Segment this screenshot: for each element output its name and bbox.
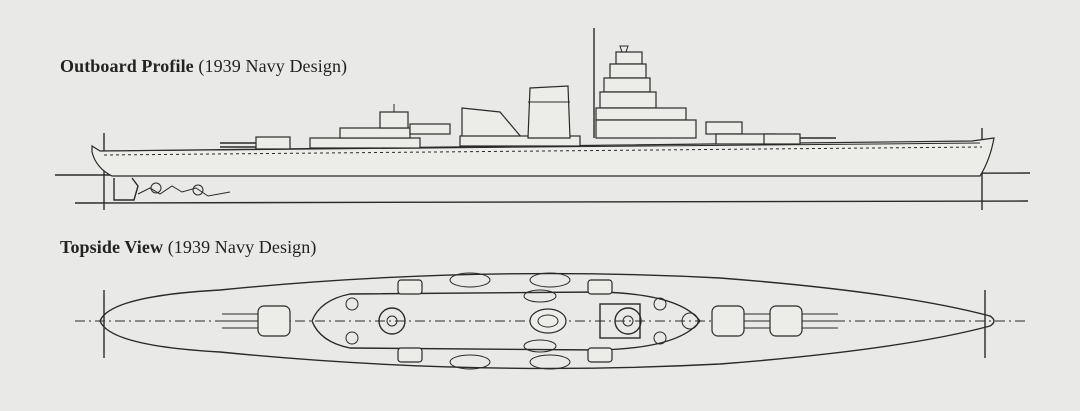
aa-gun-3 xyxy=(653,297,667,311)
topside-view-title-bold: Topside View xyxy=(60,237,164,257)
aft-deckhouse xyxy=(339,127,411,139)
propeller-2 xyxy=(192,184,204,196)
outboard-profile-title-rest: (1939 Navy Design) xyxy=(198,56,348,76)
tower-level-4 xyxy=(595,107,687,121)
outboard-profile-title: Outboard Profile (1939 Navy Design) xyxy=(60,56,347,77)
funnel-top xyxy=(529,308,567,334)
forward-turret-a-top xyxy=(769,305,803,337)
tower-level-1 xyxy=(609,63,647,79)
rudder xyxy=(113,177,139,201)
tower-level-2 xyxy=(603,77,651,93)
propeller-1 xyxy=(150,182,162,194)
boat-3 xyxy=(449,354,491,370)
midship-deckhouse xyxy=(459,135,581,147)
aft-turret-top xyxy=(257,305,291,337)
aa-gun-2 xyxy=(345,331,359,345)
boat-1 xyxy=(449,272,491,288)
outboard-profile-title-bold: Outboard Profile xyxy=(60,56,194,76)
tower-base xyxy=(595,119,697,139)
tower-level-3 xyxy=(599,91,657,109)
aft-turret-profile xyxy=(255,136,291,150)
portholes xyxy=(103,146,983,156)
boat-6 xyxy=(523,339,557,353)
topside-view-drawing xyxy=(75,272,1028,370)
secondary-turret-4 xyxy=(587,347,613,363)
aa-gun-4 xyxy=(653,331,667,345)
tower-top-view xyxy=(599,303,641,339)
aa-gun-1 xyxy=(345,297,359,311)
secondary-turret-2 xyxy=(397,347,423,363)
propeller-shafts xyxy=(137,185,231,197)
boat-5 xyxy=(523,289,557,303)
aft-superstructure xyxy=(309,137,421,149)
baseline xyxy=(74,200,1029,204)
secondary-turret-aft xyxy=(409,123,451,135)
forward-turret-profile xyxy=(763,133,801,145)
hull-top xyxy=(99,272,995,370)
topside-view-title-rest: (1939 Navy Design) xyxy=(167,237,317,257)
outboard-profile-drawing xyxy=(55,28,1031,210)
funnel xyxy=(527,85,571,139)
boat-4 xyxy=(529,354,571,370)
boat-2 xyxy=(529,272,571,288)
aft-director-inner xyxy=(386,315,398,327)
forward-secondary-turret xyxy=(705,121,743,135)
tower-top xyxy=(615,51,643,65)
funnel-top-inner xyxy=(537,314,559,328)
aircraft-crane xyxy=(461,107,524,139)
forward-director-inner xyxy=(622,315,634,327)
secondary-turret-3 xyxy=(587,279,613,295)
deck-line xyxy=(99,142,981,152)
aa-gun-5 xyxy=(681,312,699,330)
rangefinder xyxy=(619,45,629,53)
forward-director xyxy=(614,307,642,335)
aft-director xyxy=(378,307,406,335)
secondary-turret-1 xyxy=(397,279,423,295)
aft-fire-control xyxy=(379,111,409,129)
superstructure-top xyxy=(311,291,701,351)
forward-turret-b-top xyxy=(711,305,745,337)
topside-view-title: Topside View (1939 Navy Design) xyxy=(60,237,316,258)
hull-profile xyxy=(91,137,995,177)
